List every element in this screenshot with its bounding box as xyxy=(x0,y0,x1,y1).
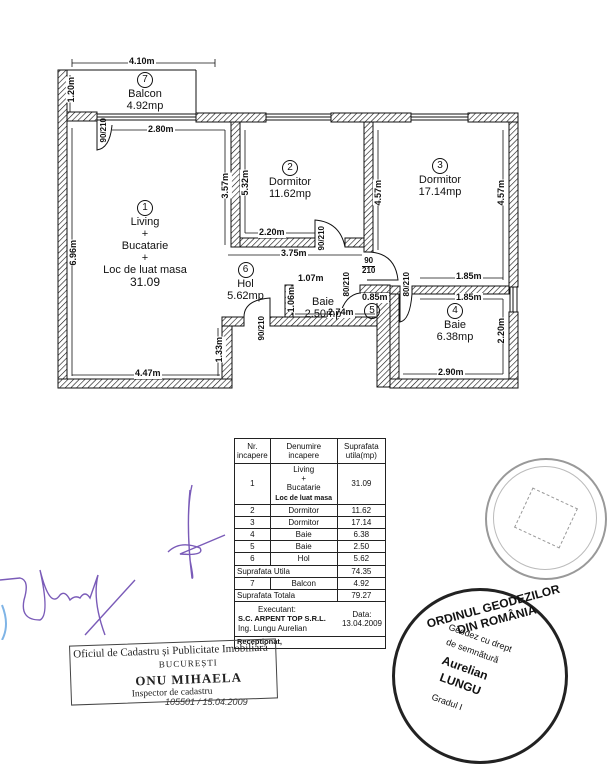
dim-living-top: 2.80m xyxy=(147,124,175,135)
blue-stamp-edge xyxy=(1,604,7,640)
dim-bath5-width: 2.74m xyxy=(327,307,355,318)
dim-living-notch: 1.33m xyxy=(214,337,226,363)
door-label-dorm2: 90/210 xyxy=(317,226,326,251)
dim-living-bottom: 4.47m xyxy=(134,368,162,379)
dim-bath5-corridor: 0.85m xyxy=(361,292,389,303)
ocpi-round-seal xyxy=(485,458,607,580)
room-number-badge: 6 xyxy=(237,262,254,278)
door-label-balcony: 90/210 xyxy=(99,118,108,143)
dim-bath4-width: 2.90m xyxy=(437,367,465,378)
door-label-entry: 90/210 xyxy=(257,316,266,341)
received-row: Receptionat, xyxy=(234,636,386,649)
room-number-badge: 1 xyxy=(137,200,153,216)
dim-hall-width: 3.75m xyxy=(280,248,308,259)
door-label-bath4: 80/210 xyxy=(402,272,411,297)
balcony-row: 7 Balcon 4.92 xyxy=(234,576,387,590)
dim-dorm3-right: 4.57m xyxy=(496,180,508,206)
dim-dorm3-left: 4.57m xyxy=(373,180,385,206)
dim-balcony-depth: 1.20m xyxy=(66,77,78,103)
executant-company: S.C. ARPENT TOP S.R.L. xyxy=(238,614,326,624)
dim-bath4-top2: 1.85m xyxy=(455,292,483,303)
room-label-balcon: 7 Balcon 4.92mp xyxy=(126,72,164,113)
dim-living-right: 3.57m xyxy=(220,173,232,199)
executant-date: 13.04.2009 xyxy=(341,619,382,629)
table-header-row: Nr. incapere Denumire incapere Suprafata… xyxy=(234,438,387,464)
room-number-badge: 7 xyxy=(137,72,153,88)
dim-dorm2-height: 5.32m xyxy=(240,170,252,196)
room-number-badge: 5 xyxy=(364,303,380,319)
door-swings xyxy=(96,121,413,323)
room-label-dormitor-2: 2 Dormitor 11.62mp xyxy=(268,160,312,201)
header-area: Suprafata utila(mp) xyxy=(336,438,387,464)
dim-balcony-width: 4.10m xyxy=(128,56,156,67)
executant-engineer: Ing. Lungu Aurelian xyxy=(238,623,307,633)
cadastre-registration: 105501 / 15.04.2009 xyxy=(165,697,248,707)
room-number-badge: 4 xyxy=(447,303,463,319)
room-number-badge: 2 xyxy=(282,160,298,176)
signature-strokes xyxy=(0,484,226,636)
area-table: Nr. incapere Denumire incapere Suprafata… xyxy=(234,438,387,649)
header-name: Denumire incapere xyxy=(269,438,338,464)
door-label-bath5: 80/210 xyxy=(342,272,351,297)
dim-living-height: 6.96m xyxy=(68,240,80,266)
dim-bath4-height: 2.20m xyxy=(496,318,508,344)
useful-area-row: Suprafata Utila 74.35 xyxy=(234,564,387,578)
signatures xyxy=(0,484,226,640)
executant-row: Executant: S.C. ARPENT TOP S.R.L. Ing. L… xyxy=(234,601,386,638)
dim-dorm2-width: 2.20m xyxy=(258,227,286,238)
total-area-row: Suprafata Totala 79.27 xyxy=(234,588,387,603)
header-nr: Nr. incapere xyxy=(234,438,271,464)
dim-bath4-top1: 1.85m xyxy=(455,271,483,282)
room-label-living: 1 Living + Bucatarie + Loc de luat masa … xyxy=(103,200,187,290)
dim-bath5-top: 1.07m xyxy=(297,273,325,284)
room-label-baie-5-number: 5 xyxy=(364,303,380,319)
room-number-badge: 3 xyxy=(432,158,448,174)
geodesist-seal: ORDINUL GEODEZILOR DIN ROMÂNIA Geodez cu… xyxy=(392,582,568,764)
room-label-hol: 6 Hol 5.62mp xyxy=(227,262,264,303)
table-row: 1 Living + Bucatarie Loc de luat masa 31… xyxy=(234,463,387,505)
dim-bath5-height: 1.06m xyxy=(286,287,298,313)
windows xyxy=(96,113,518,313)
room-label-baie-4: 4 Baie 6.38mp xyxy=(436,303,474,344)
balcony-outline xyxy=(67,69,197,113)
room-label-dormitor-3: 3 Dormitor 17.14mp xyxy=(418,158,462,199)
cadastre-stamp: Oficiul de Cadastru și Publicitate Imobi… xyxy=(69,638,278,706)
room-label-baie-5: Baie 2.50mp xyxy=(304,296,342,321)
